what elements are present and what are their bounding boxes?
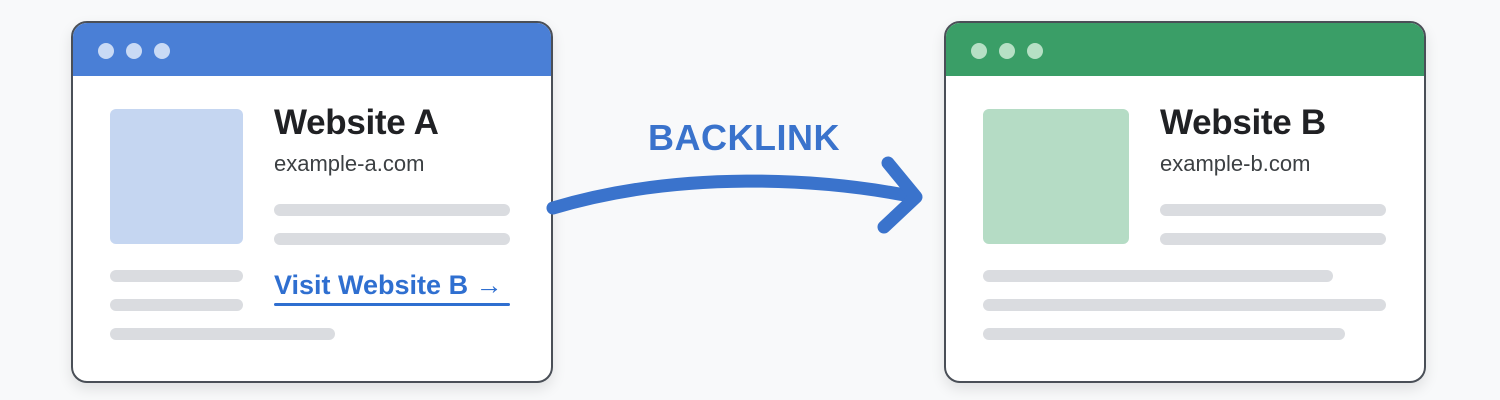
- placeholder-text-line: [110, 299, 243, 311]
- visit-website-b-link[interactable]: Visit Website B →: [274, 270, 503, 300]
- placeholder-text-line: [110, 328, 335, 340]
- placeholder-text-line: [1160, 204, 1386, 216]
- website-b-thumbnail: [983, 109, 1129, 244]
- link-underline: [274, 303, 510, 306]
- window-dot-icon: [126, 43, 142, 59]
- placeholder-text-line: [983, 299, 1386, 311]
- website-a-window: Website A example-a.com Visit Website B …: [71, 21, 553, 383]
- window-dot-icon: [98, 43, 114, 59]
- backlink-label: BACKLINK: [648, 117, 840, 158]
- website-a-domain: example-a.com: [274, 151, 425, 176]
- placeholder-text-line: [274, 233, 510, 245]
- placeholder-text-line: [1160, 233, 1386, 245]
- placeholder-text-line: [274, 204, 510, 216]
- window-dot-icon: [999, 43, 1015, 59]
- website-b-title-bar: [946, 23, 1424, 76]
- website-a-title: Website A: [274, 103, 439, 142]
- website-b-title: Website B: [1160, 103, 1326, 142]
- window-controls: [971, 43, 1043, 59]
- placeholder-text-line: [983, 328, 1345, 340]
- placeholder-text-line: [110, 270, 243, 282]
- window-dot-icon: [154, 43, 170, 59]
- window-dot-icon: [1027, 43, 1043, 59]
- website-a-thumbnail: [110, 109, 243, 244]
- window-dot-icon: [971, 43, 987, 59]
- website-b-domain: example-b.com: [1160, 151, 1311, 176]
- placeholder-text-line: [983, 270, 1333, 282]
- website-b-window: Website B example-b.com: [944, 21, 1426, 383]
- window-controls: [98, 43, 170, 59]
- website-a-title-bar: [73, 23, 551, 76]
